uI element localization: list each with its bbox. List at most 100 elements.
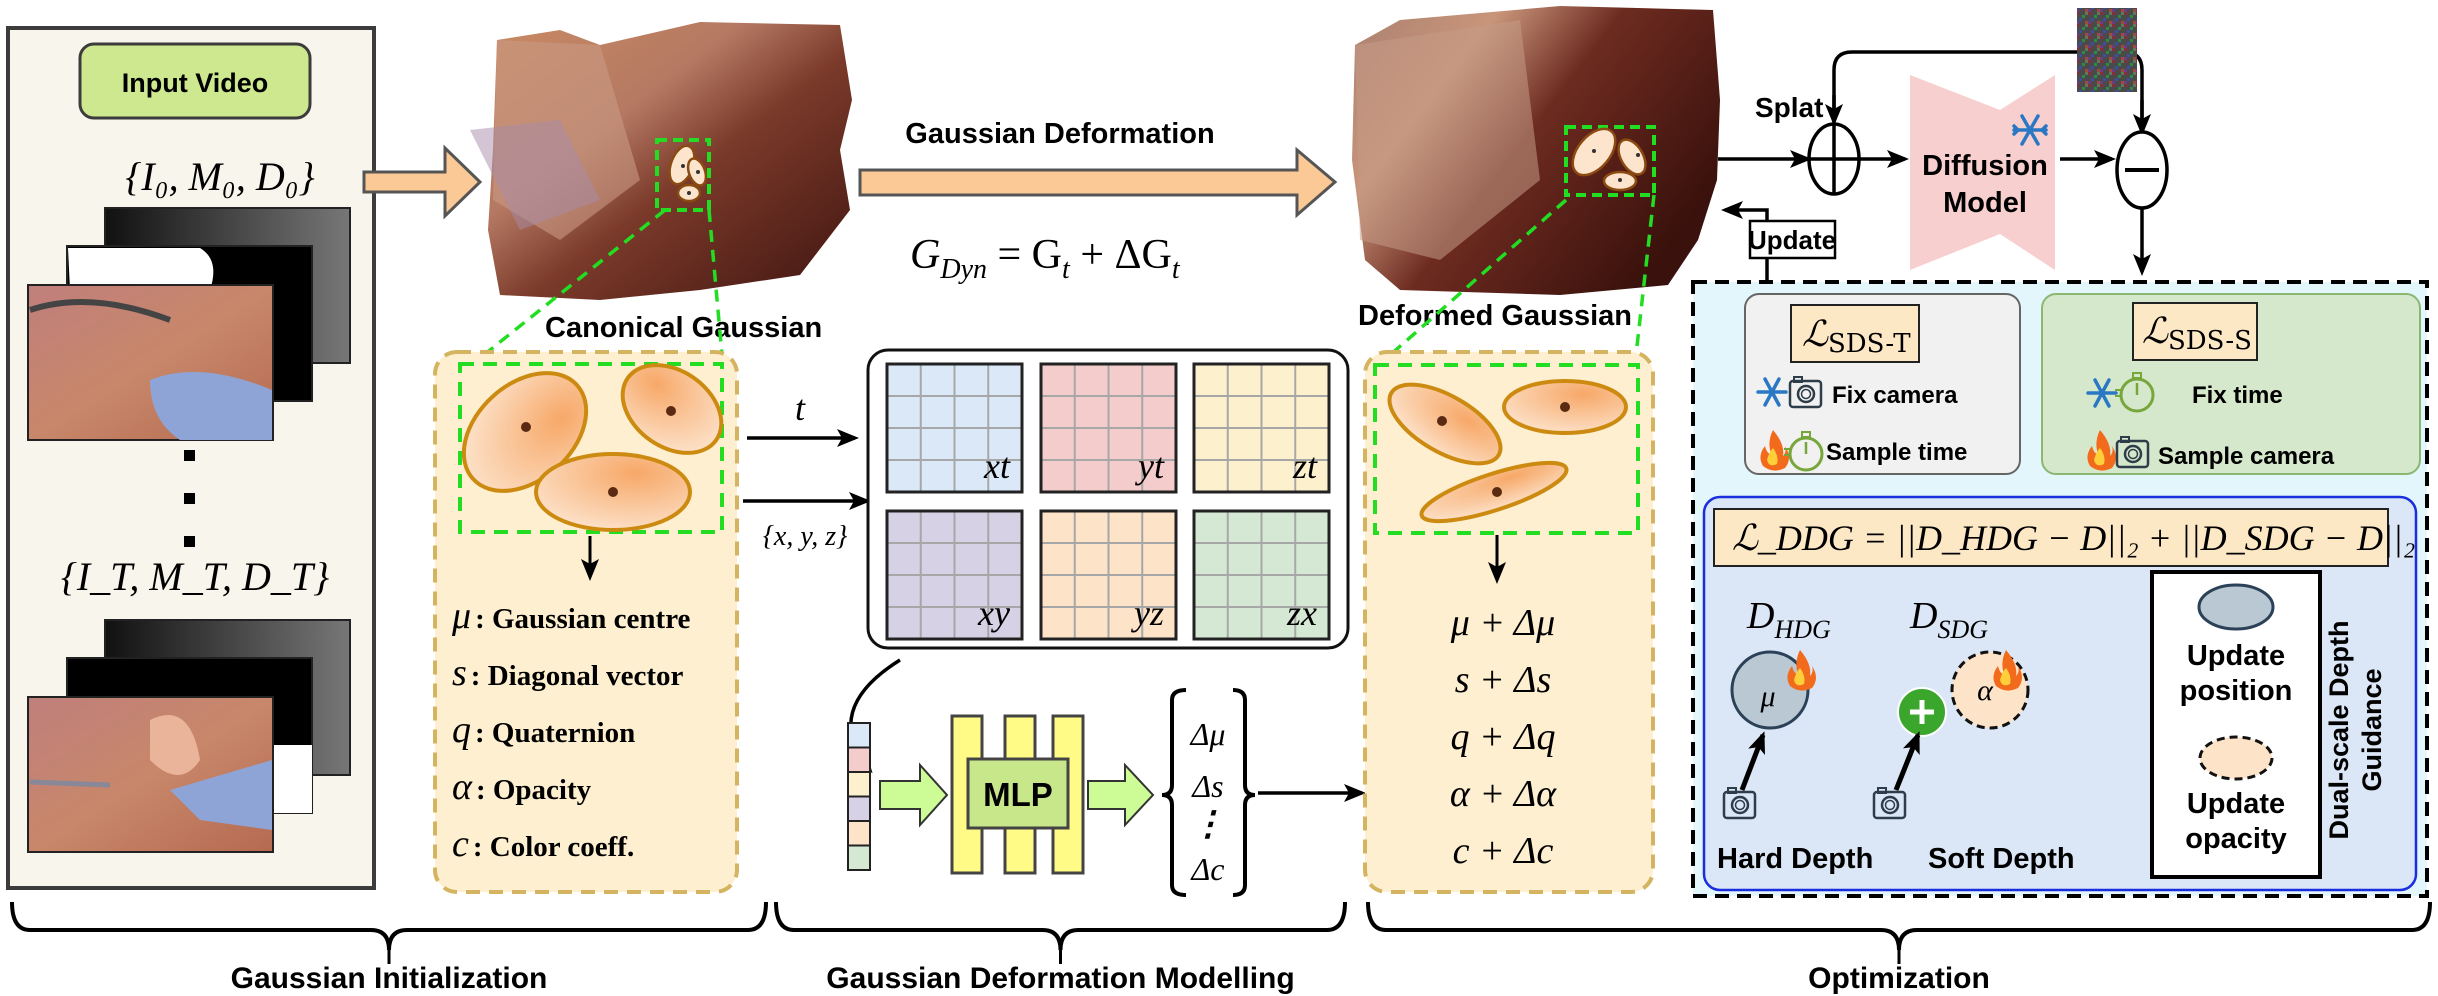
- sds-t-row2: Sample time: [1826, 439, 1967, 466]
- gaussian-deformation-arrow: [858, 146, 1338, 219]
- sds-t-row1: Fix camera: [1832, 382, 1958, 409]
- ddg-side-title: Dual-scale Depth Guidance: [2324, 620, 2387, 839]
- stage-label: Gaussian Initialization: [231, 962, 548, 995]
- camera-icon: [1872, 787, 1907, 820]
- frame-stack-last: [27, 619, 351, 853]
- canonical-gaussian-label: Canonical Gaussian: [545, 312, 822, 344]
- plane-label: zx: [1286, 593, 1317, 633]
- plane-label: xy: [977, 593, 1010, 633]
- feature-cell: [847, 795, 871, 822]
- plane-label: xt: [983, 446, 1011, 486]
- input-video-panel: Input Video {I₀, M₀, D₀} {I_T, M_T, D_T}: [6, 26, 376, 890]
- add-noise-operator: [1807, 122, 1861, 196]
- hdg-label: DHDG: [1746, 595, 1831, 644]
- hexplane-grid: xt yt zt xy yz zx: [885, 362, 1331, 641]
- legend-position-swatch: [2197, 583, 2275, 631]
- hdg-symbol: μ: [1759, 680, 1775, 713]
- feature-cell: [847, 771, 871, 798]
- input-t-label: t: [795, 388, 806, 428]
- zoom-guide-line: [1634, 194, 1656, 356]
- canonical-param-item: c: Color coeff.: [452, 823, 634, 865]
- canonical-param-item: s: Diagonal vector: [452, 652, 684, 694]
- feature-plane-yt: yt: [1039, 362, 1178, 494]
- plane-label: yz: [1131, 593, 1164, 633]
- legend-position-line2: position: [2180, 675, 2293, 707]
- stage-brace: [1366, 901, 2432, 951]
- deformed-param-list: μ + Δμs + Δsq + Δqα + Δαc + Δc: [1450, 602, 1557, 872]
- mlp-block: MLP: [950, 714, 1085, 875]
- plane-label: zt: [1292, 446, 1318, 486]
- delta-output-item: Δc: [1190, 851, 1225, 887]
- splat-label: Splat: [1755, 92, 1823, 123]
- sds-s-row2: Sample camera: [2158, 443, 2335, 470]
- gaussian-zoom-box: [1373, 363, 1640, 535]
- ddg-equation: ℒ_DDG = ||D_HDG − D||₂ + ||D_SDG − D||₂: [1732, 518, 2415, 558]
- feature-plane-xy: xy: [885, 509, 1024, 641]
- svg-text:Guidance: Guidance: [2357, 668, 2387, 791]
- noise-loop-line: [1832, 50, 2144, 130]
- feature-cell: [847, 844, 871, 871]
- last-frame-label: {I_T, M_T, D_T}: [61, 554, 329, 599]
- input-video-title: Input Video: [122, 68, 269, 98]
- deformed-param-item: q + Δq: [1451, 716, 1556, 758]
- svg-text:Dual-scale Depth: Dual-scale Depth: [2324, 620, 2354, 839]
- feature-plane-zt: zt: [1192, 362, 1331, 494]
- plus-icon: [1897, 687, 1947, 737]
- sds-s-loss: ℒSDS-S: [2142, 311, 2252, 356]
- feature-to-mlp-arrow: [879, 762, 949, 828]
- hard-depth-label: Hard Depth: [1717, 843, 1873, 875]
- feature-plane-zx: zx: [1192, 509, 1331, 641]
- stage-label: Optimization: [1808, 962, 1990, 995]
- deformed-gaussian-label: Deformed Gaussian: [1358, 300, 1632, 332]
- ellipsis-dots: [184, 450, 195, 547]
- ddg-card: ℒ_DDG = ||D_HDG − D||₂ + ||D_SDG − D||₂ …: [1702, 495, 2418, 892]
- sdg-label: DSDG: [1909, 595, 1988, 644]
- zoom-guide-line: [707, 209, 724, 356]
- update-label: Update: [1748, 225, 1836, 255]
- soft-depth-label: Soft Depth: [1928, 843, 2075, 875]
- mlp-label: MLP: [983, 776, 1053, 813]
- subtract-operator: [2115, 130, 2169, 210]
- sds-t-loss: ℒSDS-T: [1802, 314, 1911, 359]
- snowflake-icon: [2086, 378, 2118, 408]
- snowflake-icon: [2012, 114, 2048, 146]
- feature-cell: [847, 820, 871, 847]
- soft-depth-arrow: [1893, 731, 1921, 791]
- feature-cell: [847, 722, 871, 749]
- ddg-legend: Update position Update opacity: [2150, 570, 2322, 879]
- diffusion-model: Diffusion Model: [1910, 75, 2055, 270]
- feature-cell: [847, 746, 871, 773]
- input-to-canonical-arrow: [362, 144, 483, 220]
- camera-icon: [2115, 436, 2150, 469]
- canonical-gaussian-render: [470, 22, 852, 300]
- delta-output-item: Δs: [1190, 768, 1223, 804]
- deformed-gaussian-render: [1352, 6, 1720, 295]
- update-box: [1748, 219, 1837, 260]
- stage-brace: [10, 901, 768, 951]
- sdg-symbol: α: [1977, 674, 1994, 707]
- gaussian-deformation-label: Gaussian Deformation: [905, 118, 1214, 150]
- canonical-param-item: q: Quaternion: [452, 709, 635, 751]
- feature-plane-yz: yz: [1039, 509, 1178, 641]
- noise-image: [2077, 8, 2137, 92]
- feature-vector: [847, 722, 871, 871]
- delta-output-item: ⋮: [1191, 806, 1225, 843]
- stage-brace: [774, 901, 1347, 951]
- deformation-equation: GDyn = Gt + ΔGt: [910, 232, 1181, 285]
- gaussian-zoom-box: [458, 362, 724, 534]
- sds-s-card: ℒSDS-S Fix time Sample camera: [2041, 293, 2421, 475]
- deformed-params-panel: μ + Δμs + Δsq + Δqα + Δαc + Δc: [1363, 350, 1655, 894]
- fire-icon: [1760, 430, 1789, 471]
- plane-label: yt: [1135, 446, 1165, 486]
- frame-stack-first: [27, 207, 351, 441]
- sds-t-card: ℒSDS-T Fix camera Sample time: [1744, 293, 2021, 475]
- mlp-to-output-arrow: [1087, 762, 1155, 828]
- timer-icon: [2115, 372, 2155, 413]
- camera-icon: [1788, 376, 1823, 409]
- hard-depth-arrow: [1739, 731, 1766, 791]
